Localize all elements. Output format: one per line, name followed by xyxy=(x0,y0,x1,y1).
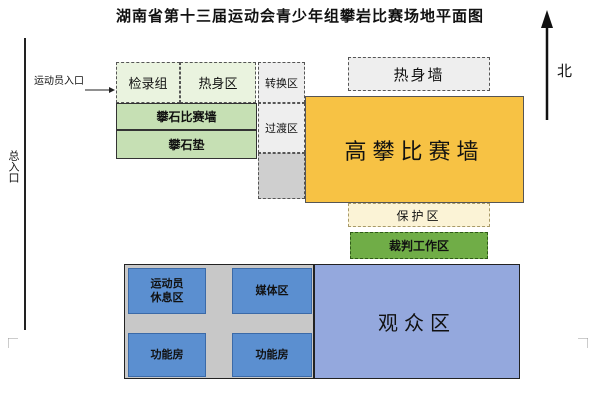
judge-zone: 裁判工作区 xyxy=(350,232,488,259)
transition-zone: 过渡区 xyxy=(258,103,305,153)
function-room-2-label: 功能房 xyxy=(255,348,289,361)
media-zone-label: 媒体区 xyxy=(255,284,289,297)
main-wall-zone: 高攀比赛墙 xyxy=(305,96,524,203)
transfer-zone: 转换区 xyxy=(258,62,305,103)
inspection-zone-label: 检录组 xyxy=(128,77,168,92)
media-zone: 媒体区 xyxy=(232,268,312,314)
function-room-1-label: 功能房 xyxy=(150,348,184,361)
north-arrow-icon xyxy=(541,10,553,120)
transfer-zone-label: 转换区 xyxy=(265,76,298,90)
transition-extension xyxy=(258,153,305,199)
athlete-entrance-label: 运动员入口 xyxy=(34,76,84,87)
protection-zone-label: 保护区 xyxy=(396,208,442,223)
entrance-arrow-icon xyxy=(85,87,115,93)
warmup-zone: 热身区 xyxy=(180,62,256,103)
boundary-line xyxy=(24,38,26,330)
boulder-mat-label: 攀石垫 xyxy=(168,138,205,152)
warmup-wall-label: 热身墙 xyxy=(393,65,445,84)
main-wall-label: 高攀比赛墙 xyxy=(344,139,485,165)
inspection-zone: 检录组 xyxy=(116,62,180,103)
audience-zone-label: 观众区 xyxy=(378,311,456,335)
page-title: 湖南省第十三届运动会青少年组攀岩比赛场地平面图 xyxy=(115,7,484,25)
function-room-1: 功能房 xyxy=(128,333,206,377)
warmup-wall-zone: 热身墙 xyxy=(348,57,490,91)
athlete-lounge-label: 运动员 休息区 xyxy=(150,277,184,304)
corner-mark-icon xyxy=(578,338,588,348)
boulder-wall-label: 攀石比赛墙 xyxy=(156,110,217,124)
transition-zone-label: 过渡区 xyxy=(265,122,298,135)
audience-zone: 观众区 xyxy=(314,264,520,379)
warmup-zone-label: 热身区 xyxy=(198,77,238,92)
boulder-mat-zone: 攀石垫 xyxy=(116,130,257,159)
athlete-lounge: 运动员 休息区 xyxy=(128,268,206,314)
judge-zone-label: 裁判工作区 xyxy=(388,239,449,253)
function-room-2: 功能房 xyxy=(232,333,312,377)
main-entrance-label: 总入口 xyxy=(7,150,20,183)
corner-mark-icon xyxy=(8,338,18,348)
boulder-wall-zone: 攀石比赛墙 xyxy=(116,103,257,130)
north-label: 北 xyxy=(557,62,573,80)
protection-zone: 保护区 xyxy=(348,203,490,227)
